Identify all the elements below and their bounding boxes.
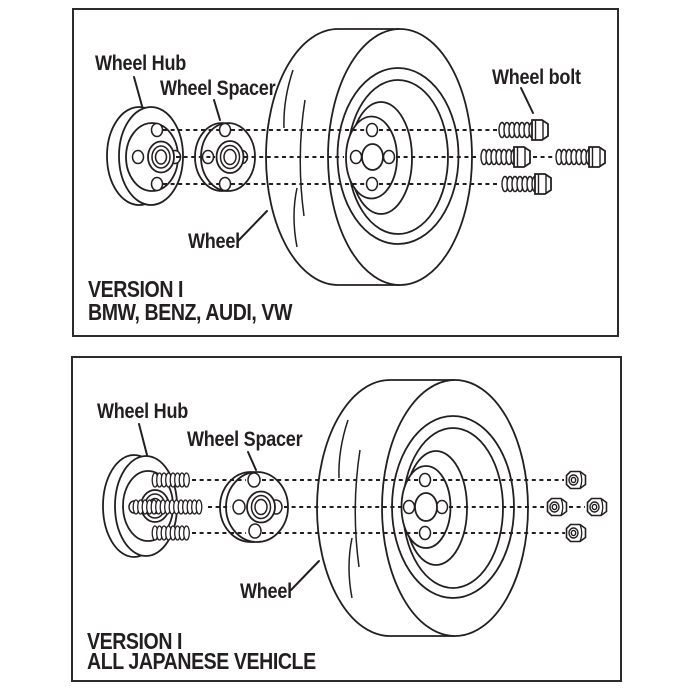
version-title-bottom: VERSION I: [87, 628, 183, 654]
leader-lines-bottom: [138, 423, 320, 591]
wheel-stud-middle: [132, 499, 203, 515]
label-wheel-bolt-top: Wheel bolt: [492, 66, 581, 89]
wheel-stud-bottom: [151, 525, 191, 541]
wheel-spacer-bottom: [219, 471, 289, 543]
wheel-hub-top: [106, 106, 184, 206]
diagram-top: [106, 28, 606, 286]
diagram-bottom: [102, 379, 608, 637]
label-wheel-spacer-top: Wheel Spacer: [160, 77, 276, 100]
version-title-top: VERSION I: [88, 276, 184, 302]
vehicle-list-bottom: ALL JAPANESE VEHICLE: [87, 648, 316, 674]
wheel-hub-bottom: [102, 454, 203, 558]
wheel-stud-top: [151, 472, 191, 488]
label-wheel-hub-top: Wheel Hub: [95, 52, 186, 75]
label-wheel-spacer-bottom: Wheel Spacer: [187, 428, 303, 451]
label-wheel-bottom: Wheel: [240, 580, 292, 603]
wheel-top: [265, 28, 473, 286]
label-wheel-top: Wheel: [188, 230, 240, 253]
vehicle-list-top: BMW, BENZ, AUDI, VW: [88, 299, 293, 325]
label-wheel-hub-bottom: Wheel Hub: [97, 400, 188, 423]
alignment-dashes-top: [163, 129, 553, 185]
wheel-bottom: [316, 379, 529, 637]
leader-lines-top: [133, 76, 534, 242]
alignment-dashes-bottom: [192, 479, 585, 534]
